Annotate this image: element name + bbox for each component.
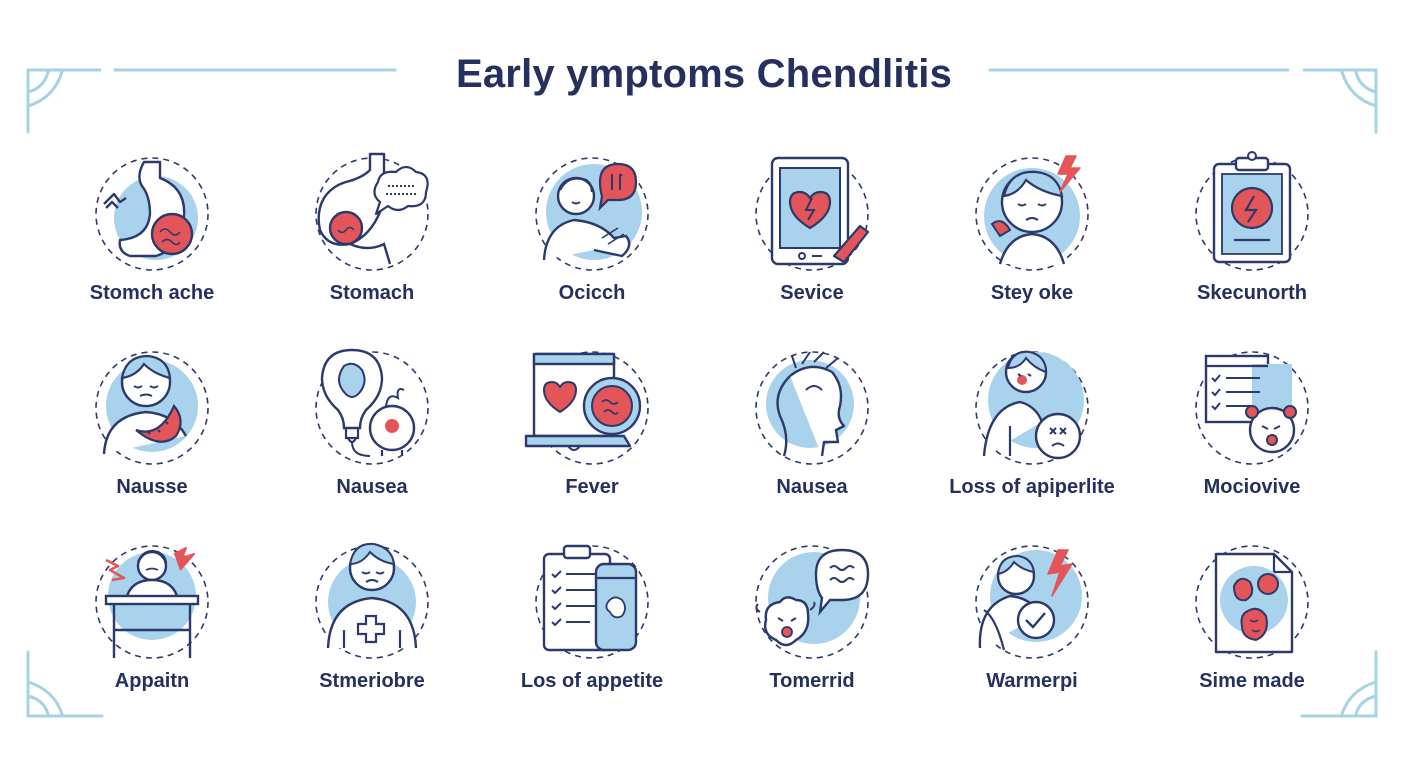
symptom-label: Nausea [776, 476, 848, 498]
symptom-label: Appaitn [114, 670, 190, 692]
symptom-card: Ocicch [482, 152, 702, 322]
symptom-label: Nausse [116, 476, 188, 498]
person-desk-stress-icon [95, 545, 209, 659]
person-medical-cross-icon [315, 542, 429, 659]
symptom-card: Stey oke [922, 152, 1142, 322]
person-lightning-icon [975, 155, 1089, 271]
person-check-lightning-icon [975, 545, 1089, 659]
symptom-label: Fever [565, 476, 619, 498]
checklist-face-icon [1195, 351, 1309, 465]
symptom-label: Sime made [1199, 670, 1305, 692]
page-title: Early ymptoms Chendlitis [455, 52, 953, 96]
symptom-label: Stmeriobre [319, 670, 425, 692]
symptom-card: Skecunorth [1142, 151, 1362, 322]
symptom-label: Stomch ache [89, 282, 215, 304]
symptom-label: Los of appetite [520, 670, 664, 692]
stomach-ache-icon [95, 157, 209, 271]
symptom-card: Stmeriobre [262, 540, 482, 710]
symptom-card: Fever [482, 346, 702, 516]
tablet-heart-icon [755, 156, 870, 271]
symptom-card: Appaitn [42, 540, 262, 710]
head-profile-icon [755, 351, 869, 465]
symptom-card: Stomch ache [42, 152, 262, 322]
symptom-label: Skecunorth [1196, 282, 1308, 304]
symptom-label: Loss of apiperlite [949, 476, 1115, 498]
symptom-card: Mociovive [1142, 346, 1362, 516]
symptom-card: Stomach [262, 152, 482, 322]
symptom-card: Loss of apiperlite [922, 346, 1142, 516]
symptom-card: Warmerpi [922, 540, 1142, 710]
symptom-label: Sevice [780, 282, 844, 304]
document-organs-icon [1195, 545, 1309, 659]
symptom-label: Stomach [329, 282, 415, 304]
symptom-label: Tomerrid [769, 670, 855, 692]
symptom-card: Nausea [262, 346, 482, 516]
clipboard-icon [1195, 151, 1309, 271]
symptom-label: Mociovive [1203, 476, 1301, 498]
person-nausea-icon [95, 351, 209, 465]
symptom-card: Nausse [42, 346, 262, 516]
symptom-card: Nausea [702, 346, 922, 516]
symptom-card: Sime made [1142, 540, 1362, 710]
symptom-label: Stey oke [990, 282, 1074, 304]
sheep-speech-bubble-icon [755, 545, 870, 659]
person-speech-bubble-icon [535, 157, 649, 271]
symptom-label: Nausea [336, 476, 408, 498]
laptop-heart-icon [524, 351, 649, 465]
lightbulb-organ-icon [315, 348, 429, 465]
symptom-card: Sevice [702, 152, 922, 322]
stomach-icon [315, 152, 429, 271]
checklist-bottle-icon [535, 544, 649, 659]
symptom-label: Ocicch [558, 282, 626, 304]
person-dizzy-icon [975, 350, 1089, 465]
symptom-label: Warmerpi [986, 670, 1078, 692]
symptom-card: Tomerrid [702, 540, 922, 710]
symptom-card: Los of appetite [482, 540, 702, 710]
